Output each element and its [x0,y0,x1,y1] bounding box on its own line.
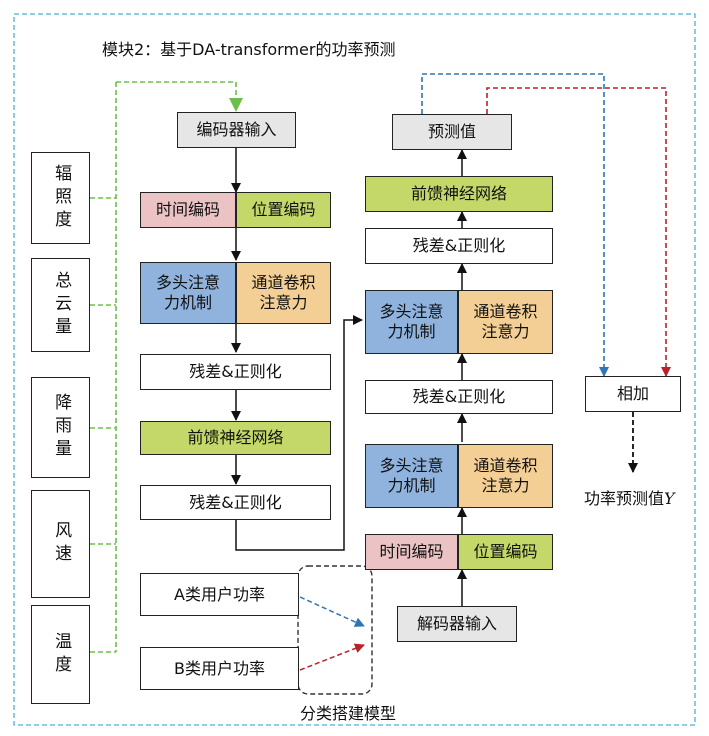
input-total-cloud: 总云量 [31,258,90,352]
input-links [90,81,243,653]
final-output-label: 功率预测值Y [584,485,675,509]
final-output-variable: Y [664,489,675,508]
encoder-position-encoding: 位置编码 [236,192,331,228]
module-frame [13,13,696,726]
decoder-multihead-attention-1: 多头注意 力机制 [365,444,458,508]
add-node: 相加 [585,376,681,412]
input-temperature: 温度 [31,605,90,704]
encoder-arrows [231,148,363,551]
decoder-channel-attention-2: 通道卷积 注意力 [458,290,553,354]
encoder-residual-norm-2: 残差&正则化 [140,485,331,520]
encoder-feedforward: 前馈神经网络 [140,421,331,455]
red-route [486,87,671,377]
input-rainfall: 降雨量 [31,377,90,478]
blue-route [421,73,609,377]
class-b-power: B类用户功率 [140,647,299,690]
input-wind-speed: 风速 [31,490,90,598]
decoder-input: 解码器输入 [397,606,517,642]
class-a-power: A类用户功率 [140,573,299,616]
final-output-text: 功率预测值 [584,489,665,508]
module-title: 模块2：基于DA-transformer的功率预测 [102,40,396,59]
input-irradiance: 辐照度 [31,152,90,244]
encoder-multihead-attention: 多头注意 力机制 [140,262,236,324]
class-b-arrow [299,643,365,671]
encoder-channel-attention: 通道卷积 注意力 [236,262,331,324]
decoder-channel-attention-1: 通道卷积 注意力 [458,444,553,508]
encoder-residual-norm-1: 残差&正则化 [140,354,331,390]
class-a-arrow [299,596,365,627]
decoder-feedforward: 前馈神经网络 [365,176,553,212]
prediction-value: 预测值 [392,114,512,150]
decoder-time-encoding: 时间编码 [365,534,458,570]
decoder-residual-norm-1: 残差&正则化 [365,380,553,414]
decoder-multihead-attention-2: 多头注意 力机制 [365,290,458,354]
decoder-position-encoding: 位置编码 [458,534,553,570]
classification-group-frame [297,565,373,695]
classification-group-label: 分类搭建模型 [300,704,397,723]
decoder-residual-norm-2: 残差&正则化 [365,228,553,264]
encoder-time-encoding: 时间编码 [140,192,236,228]
encoder-input: 编码器输入 [177,112,296,148]
